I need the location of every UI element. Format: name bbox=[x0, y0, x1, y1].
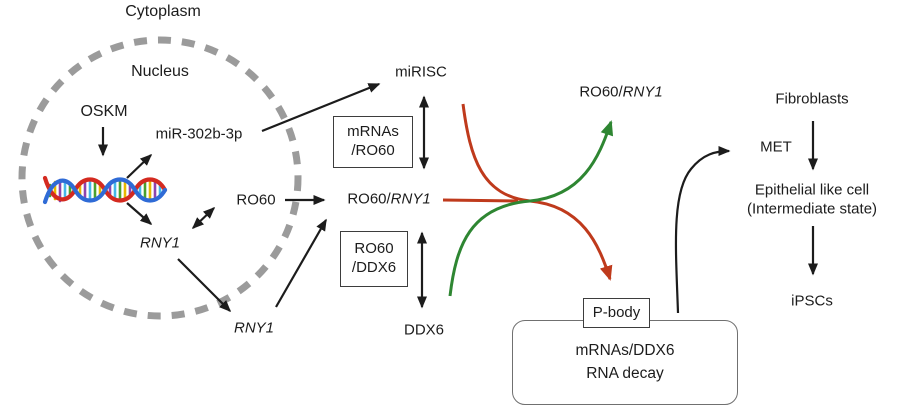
epithelial-cell-label-line2: (Intermediate state) bbox=[746, 200, 878, 218]
ro60-nuclear-label: RO60 bbox=[236, 191, 276, 209]
met-label: MET bbox=[760, 138, 792, 156]
complex-prefix: RO60/ bbox=[347, 190, 391, 208]
red-decay-path bbox=[461, 103, 613, 281]
nucleus-membrane bbox=[18, 36, 302, 320]
ro60-rny1-released-label: RO60/RNY1 bbox=[579, 83, 662, 100]
released-prefix: RO60/ bbox=[579, 83, 623, 101]
rna-decay-box: mRNAs/DDX6 RNA decay bbox=[512, 320, 738, 405]
arrow-mir302-to-mirisc bbox=[261, 82, 381, 133]
mir302-label: miR-302b-3p bbox=[155, 125, 243, 143]
oskm-label: OSKM bbox=[80, 102, 128, 120]
arrow-dna-to-mir302 bbox=[126, 153, 153, 179]
ddx6-label: DDX6 bbox=[403, 321, 445, 339]
dna-helix-icon bbox=[42, 175, 168, 205]
ipscs-label: iPSCs bbox=[791, 292, 833, 310]
pbody-label: P-body bbox=[592, 303, 641, 321]
arrow-pbody-to-met bbox=[674, 146, 731, 314]
mrnas-ro60-line2: /RO60 bbox=[351, 142, 395, 159]
rny1-nuclear-label: RNY1 bbox=[139, 234, 181, 252]
released-gene: RNY1 bbox=[622, 83, 663, 101]
cytoplasm-label: Cytoplasm bbox=[125, 2, 201, 20]
arrow-rny1-ro60-bidirectional bbox=[191, 206, 216, 230]
mrnas-ro60-line1: mRNAs bbox=[347, 123, 399, 141]
arrow-dna-to-rny1 bbox=[126, 202, 153, 225]
ro60-ddx6-box: RO60 /DDX6 bbox=[340, 231, 408, 287]
arrow-rny1-export bbox=[177, 258, 232, 313]
epithelial-cell-label-line1: Epithelial like cell bbox=[754, 181, 870, 199]
complex-gene: RNY1 bbox=[390, 190, 431, 208]
nucleus-label: Nucleus bbox=[131, 62, 189, 80]
decay-line2: RNA decay bbox=[586, 364, 664, 382]
ro60-ddx6-line1: RO60 bbox=[354, 240, 394, 258]
decay-line1: mRNAs/DDX6 bbox=[575, 342, 675, 360]
green-release-path bbox=[448, 120, 614, 297]
mirisc-label: miRISC bbox=[395, 63, 447, 81]
ro60-ddx6-line2: /DDX6 bbox=[351, 259, 397, 276]
arrow-rny1-to-complex bbox=[275, 218, 327, 308]
mrnas-ro60-box: mRNAs /RO60 bbox=[333, 116, 413, 168]
rny1-cytoplasmic-label: RNY1 bbox=[233, 319, 275, 337]
pbody-box: P-body bbox=[583, 298, 650, 328]
fibroblasts-label: Fibroblasts bbox=[775, 90, 849, 108]
ro60-rny1-complex-label: RO60/RNY1 bbox=[347, 190, 430, 207]
red-horizontal-connector bbox=[442, 198, 519, 203]
